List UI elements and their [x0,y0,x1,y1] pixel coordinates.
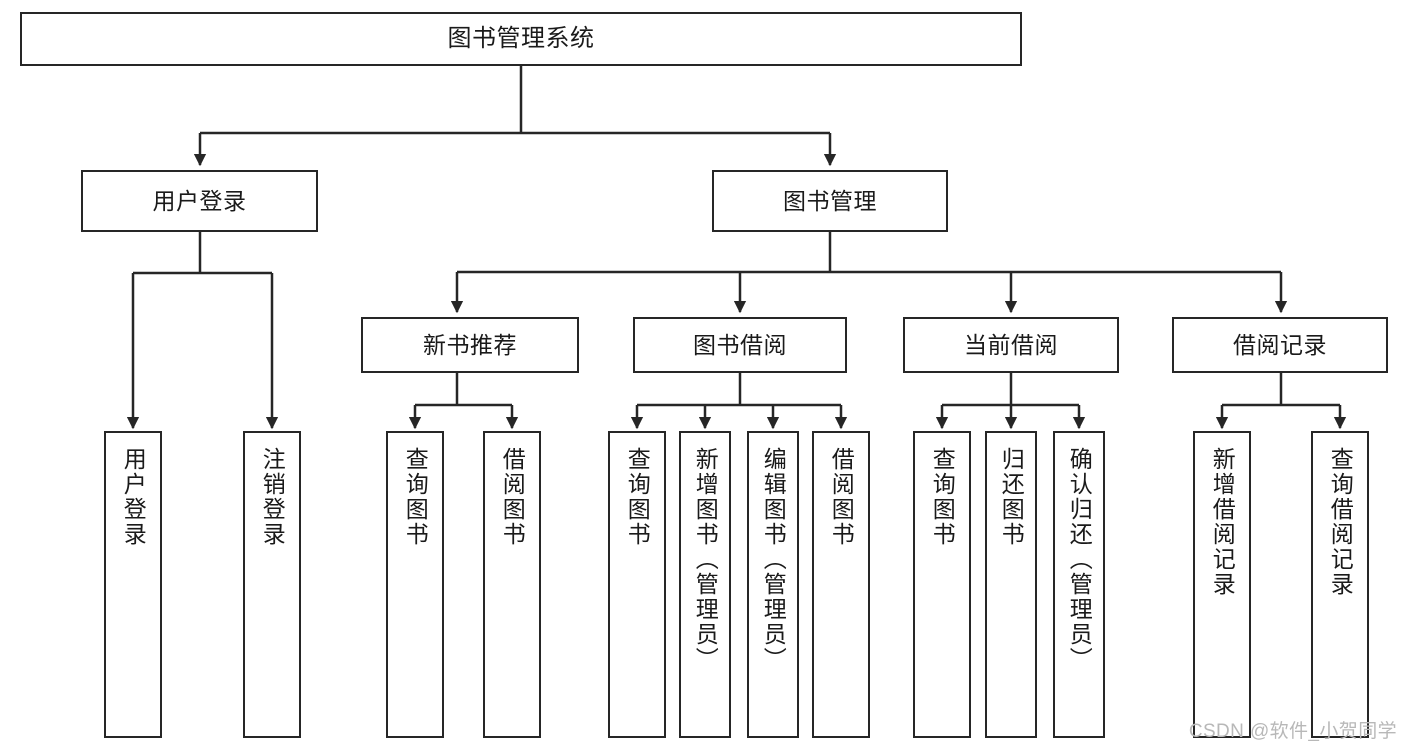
node-label: 图书管理 [783,187,877,214]
leaf-query-book-current[interactable]: 查询图书 [913,431,971,738]
node-label: 归还图书 [998,447,1025,547]
leaf-user-login[interactable]: 用户登录 [104,431,162,738]
node-current-borrow[interactable]: 当前借阅 [903,317,1119,373]
node-borrow-record[interactable]: 借阅记录 [1172,317,1388,373]
node-label: 新增借阅记录 [1209,447,1236,597]
node-label: 当前借阅 [964,331,1058,358]
node-label: 查询图书 [624,447,651,547]
leaf-add-book-admin[interactable]: 新增图书（管理员） [679,431,731,738]
leaf-confirm-return-admin[interactable]: 确认归还（管理员） [1053,431,1105,738]
node-label: 查询图书 [929,447,956,547]
node-label: 借阅图书 [499,447,526,547]
leaf-add-borrow-record[interactable]: 新增借阅记录 [1193,431,1251,738]
node-label: 编辑图书（管理员） [760,447,787,672]
node-user-login[interactable]: 用户登录 [81,170,318,232]
node-label: 注销登录 [259,447,286,547]
node-label: 新书推荐 [423,331,517,358]
leaf-query-book-borrow[interactable]: 查询图书 [608,431,666,738]
node-label: 新增图书（管理员） [692,447,719,672]
leaf-query-borrow-record[interactable]: 查询借阅记录 [1311,431,1369,738]
node-root-system[interactable]: 图书管理系统 [20,12,1022,66]
node-label: 图书借阅 [693,331,787,358]
leaf-borrow-book-recommend[interactable]: 借阅图书 [483,431,541,738]
node-label: 查询借阅记录 [1327,447,1354,597]
leaf-return-book[interactable]: 归还图书 [985,431,1037,738]
node-book-borrow[interactable]: 图书借阅 [633,317,847,373]
leaf-query-book-recommend[interactable]: 查询图书 [386,431,444,738]
watermark: CSDN @软件_小贺同学 [1188,721,1397,742]
node-label: 确认归还（管理员） [1066,447,1093,672]
node-label: 用户登录 [120,447,147,547]
leaf-logout[interactable]: 注销登录 [243,431,301,738]
node-label: 图书管理系统 [447,25,595,53]
node-label: 查询图书 [402,447,429,547]
leaf-edit-book-admin[interactable]: 编辑图书（管理员） [747,431,799,738]
node-label: 借阅记录 [1233,331,1327,358]
leaf-borrow-book[interactable]: 借阅图书 [812,431,870,738]
node-label: 借阅图书 [828,447,855,547]
node-book-manage[interactable]: 图书管理 [712,170,948,232]
node-label: 用户登录 [152,187,247,214]
node-new-book-recommend[interactable]: 新书推荐 [361,317,579,373]
